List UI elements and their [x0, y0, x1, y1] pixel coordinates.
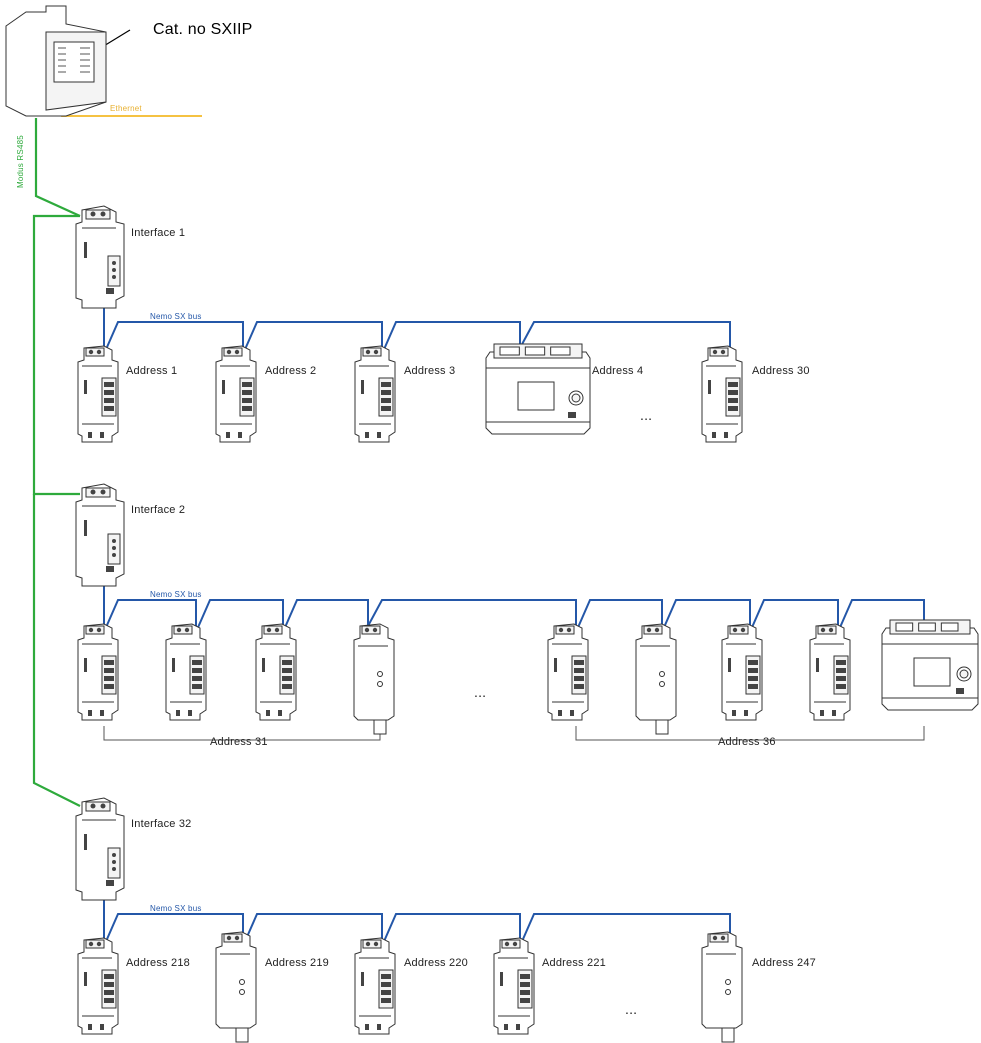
ellipsis-row-3: ... — [625, 1001, 637, 1017]
ethernet-label: Ethernet — [110, 104, 142, 113]
device-1-row-3 — [77, 937, 119, 1035]
device-2-row-2 — [165, 623, 207, 721]
nemo-bus-2 — [103, 599, 197, 633]
nemo-bus-2 — [575, 599, 663, 633]
device-4-row-2 — [353, 623, 395, 735]
group-label-address-31: Address 31 — [210, 736, 268, 748]
interface-32-device — [75, 797, 125, 901]
device-1-row-2 — [77, 623, 119, 721]
bus-label-3: Nemo SX bus — [150, 904, 202, 913]
device-9-row-2 — [881, 619, 979, 711]
interface-2-label: Interface 2 — [131, 504, 185, 516]
nemo-bus-2 — [837, 599, 925, 633]
device-2-row-3 — [215, 931, 257, 1043]
gateway-label: Cat. no SXIIP — [153, 21, 253, 38]
modbus-cable — [32, 494, 81, 807]
interface-2-device — [75, 483, 125, 587]
bus-label-2: Nemo SX bus — [150, 590, 202, 599]
nemo-bus-3 — [103, 913, 244, 947]
device-3-row-3 — [354, 937, 396, 1035]
nemo-bus-3 — [242, 913, 383, 947]
device-4-row-3 — [493, 937, 535, 1035]
device-7-row-2 — [721, 623, 763, 721]
interface-32-label: Interface 32 — [131, 818, 192, 830]
nemo-bus-1 — [103, 321, 244, 355]
device-label-address-4: Address 4 — [592, 365, 643, 377]
device-label-address-3: Address 3 — [404, 365, 455, 377]
nemo-bus-3 — [519, 913, 731, 947]
device-label-address-30: Address 30 — [752, 365, 810, 377]
device-5-row-3 — [701, 931, 743, 1043]
gateway-sxiip — [5, 5, 107, 117]
device-5-row-1 — [701, 345, 743, 443]
device-6-row-2 — [635, 623, 677, 735]
device-8-row-2 — [809, 623, 851, 721]
device-label-address-247: Address 247 — [752, 957, 816, 969]
devices — [5, 5, 979, 1043]
device-2-row-1 — [215, 345, 257, 443]
modbus-label: Modus RS485 — [16, 135, 25, 188]
device-label-address-220: Address 220 — [404, 957, 468, 969]
device-label-address-221: Address 221 — [542, 957, 606, 969]
nemo-bus-2 — [749, 599, 839, 633]
ellipsis-row-1: ... — [640, 407, 652, 423]
device-label-address-2: Address 2 — [265, 365, 316, 377]
nemo-bus-2 — [367, 599, 577, 632]
interface-1-device — [75, 205, 125, 309]
nemo-bus-1 — [242, 321, 383, 355]
nemo-bus-3 — [381, 913, 521, 947]
ellipsis-row-2: ... — [474, 684, 486, 700]
group-bracket-address-36 — [575, 726, 925, 741]
device-label-address-1: Address 1 — [126, 365, 177, 377]
group-label-address-36: Address 36 — [718, 736, 776, 748]
nemo-bus-2 — [661, 599, 751, 633]
nemo-bus-1 — [381, 321, 521, 355]
interface-1-label: Interface 1 — [131, 227, 185, 239]
modbus-cable — [32, 214, 80, 496]
device-1-row-1 — [77, 345, 119, 443]
device-3-row-2 — [255, 623, 297, 721]
device-3-row-1 — [354, 345, 396, 443]
nemo-bus-1 — [519, 321, 731, 354]
device-5-row-2 — [547, 623, 589, 721]
nemo-bus-2 — [282, 599, 369, 633]
modbus-cable — [34, 118, 81, 218]
bus-label-1: Nemo SX bus — [150, 312, 202, 321]
device-label-address-219: Address 219 — [265, 957, 329, 969]
device-4-row-1 — [485, 343, 591, 435]
wiring — [32, 29, 925, 947]
nemo-bus-2 — [195, 599, 284, 633]
device-label-address-218: Address 218 — [126, 957, 190, 969]
